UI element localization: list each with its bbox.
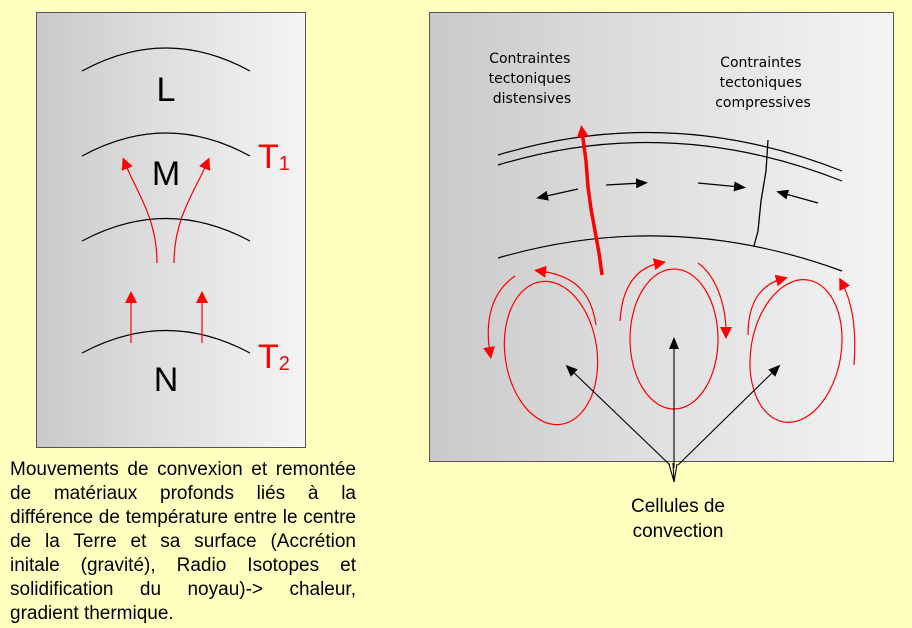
earth-layers-panel: L M N T1 T2 bbox=[36, 12, 306, 448]
label-distensive-stress: Contraintes tectoniques distensives bbox=[489, 51, 576, 107]
layer-boundary-t1 bbox=[81, 132, 251, 157]
rising-arrow-curved-left bbox=[121, 157, 158, 264]
extension-arrow-right bbox=[605, 178, 648, 189]
layer-label-l: L bbox=[157, 71, 176, 109]
temperature-label-t2: T2 bbox=[258, 338, 290, 376]
cell-1-circulation-arrow-left bbox=[483, 275, 516, 359]
rift-line bbox=[576, 125, 604, 276]
cell-1-circulation-arrow-top bbox=[534, 265, 597, 326]
cell-3-circulation-arrow-right bbox=[839, 277, 856, 366]
convection-cells-diagram: Contraintes tectoniques distensives Cont… bbox=[483, 51, 856, 468]
compression-arrow-left bbox=[697, 181, 746, 192]
convection-cells-caption: Cellules de convection bbox=[588, 494, 768, 544]
convection-cell-1 bbox=[503, 280, 599, 426]
layer-boundary-middle bbox=[81, 217, 251, 242]
layer-label-m: M bbox=[152, 155, 180, 193]
temperature-label-t1: T1 bbox=[258, 138, 290, 176]
cell-3-circulation-arrow-left bbox=[747, 274, 788, 336]
convection-cell-3 bbox=[749, 279, 843, 423]
cell-2-circulation-arrow-right bbox=[697, 262, 732, 339]
pointer-line-stem-1 bbox=[668, 463, 675, 483]
convection-cells-caption-line-1: Cellules de bbox=[631, 496, 725, 517]
pointer-arrow-cell-1 bbox=[565, 364, 671, 466]
convection-cells-caption-line-2: convection bbox=[632, 521, 724, 542]
earth-layers-diagram: L M N T1 T2 bbox=[81, 47, 290, 399]
convection-explanation-text: Mouvements de convexion et remontée de m… bbox=[10, 459, 356, 624]
compression-arrow-right bbox=[776, 189, 819, 204]
extension-arrow-left bbox=[536, 188, 579, 201]
label-compressive-stress: Contraintes tectoniques compressives bbox=[715, 55, 811, 111]
layer-label-n: N bbox=[154, 361, 179, 399]
fault-line bbox=[753, 139, 769, 247]
convection-cells-panel: Contraintes tectoniques distensives Cont… bbox=[429, 12, 894, 468]
layer-boundary-top bbox=[81, 47, 251, 72]
rising-arrow-curved-right bbox=[173, 157, 211, 264]
layer-boundary-t2 bbox=[81, 329, 251, 354]
lithosphere-top-line-2 bbox=[497, 141, 843, 182]
lithosphere-base-line bbox=[497, 235, 843, 272]
pointer-arrow-cell-3 bbox=[677, 364, 781, 466]
lithosphere-top-line-1 bbox=[497, 131, 843, 172]
cell-2-circulation-arrow-top bbox=[619, 258, 666, 322]
